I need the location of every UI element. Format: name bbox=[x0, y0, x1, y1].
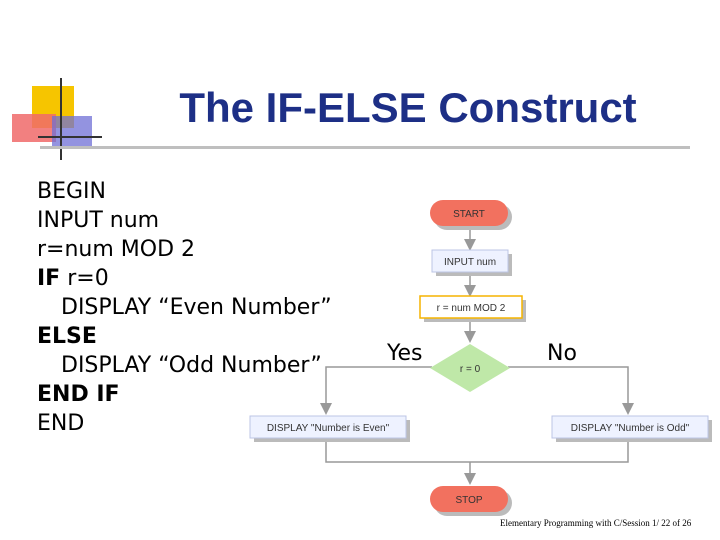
decision-diamond bbox=[430, 344, 510, 392]
input-label: INPUT num bbox=[444, 257, 496, 268]
code-keyword-line: ELSE bbox=[37, 324, 97, 349]
code-line: r=num MOD 2 bbox=[37, 237, 196, 262]
process-box bbox=[419, 295, 523, 319]
code-keyword-line: END IF bbox=[37, 382, 120, 407]
slide-title: The IF-ELSE Construct bbox=[179, 84, 637, 131]
display-even-label: DISPLAY "Number is Even" bbox=[267, 423, 390, 434]
stop-terminal bbox=[430, 486, 508, 512]
code-line: BEGIN bbox=[37, 179, 106, 204]
display-odd-box bbox=[551, 415, 709, 439]
code-line: DISPLAY “Odd Number” bbox=[61, 353, 322, 378]
pseudocode-block: BEGIN INPUT num r=num MOD 2 IF r=0 DISPL… bbox=[37, 177, 332, 438]
logo-horizontal-line bbox=[38, 136, 102, 138]
code-text: r=0 bbox=[60, 266, 109, 291]
connector-no-branch bbox=[508, 366, 634, 415]
process-label: r = num MOD 2 bbox=[437, 303, 506, 314]
decision-label: r = 0 bbox=[460, 364, 481, 375]
no-label: No bbox=[547, 341, 577, 366]
code-line: INPUT num bbox=[37, 208, 160, 233]
connector-yes-branch bbox=[320, 366, 432, 415]
title-underline bbox=[40, 146, 690, 149]
stop-label: STOP bbox=[455, 495, 482, 506]
display-even-box bbox=[249, 415, 407, 439]
start-label: START bbox=[453, 209, 485, 220]
display-odd-label: DISPLAY "Number is Odd" bbox=[571, 423, 690, 434]
logo-vertical-line bbox=[60, 78, 62, 160]
slide-footer: Elementary Programming with C/Session 1/… bbox=[500, 518, 692, 528]
yes-label: Yes bbox=[387, 341, 423, 366]
input-box bbox=[431, 249, 509, 273]
code-keyword: IF bbox=[37, 266, 61, 291]
logo-blue-square bbox=[52, 116, 92, 146]
start-terminal bbox=[430, 200, 508, 226]
code-line: IF r=0 bbox=[37, 264, 332, 293]
connector-merge bbox=[325, 440, 629, 463]
code-line: DISPLAY “Even Number” bbox=[61, 295, 332, 320]
code-line: END bbox=[37, 411, 85, 436]
